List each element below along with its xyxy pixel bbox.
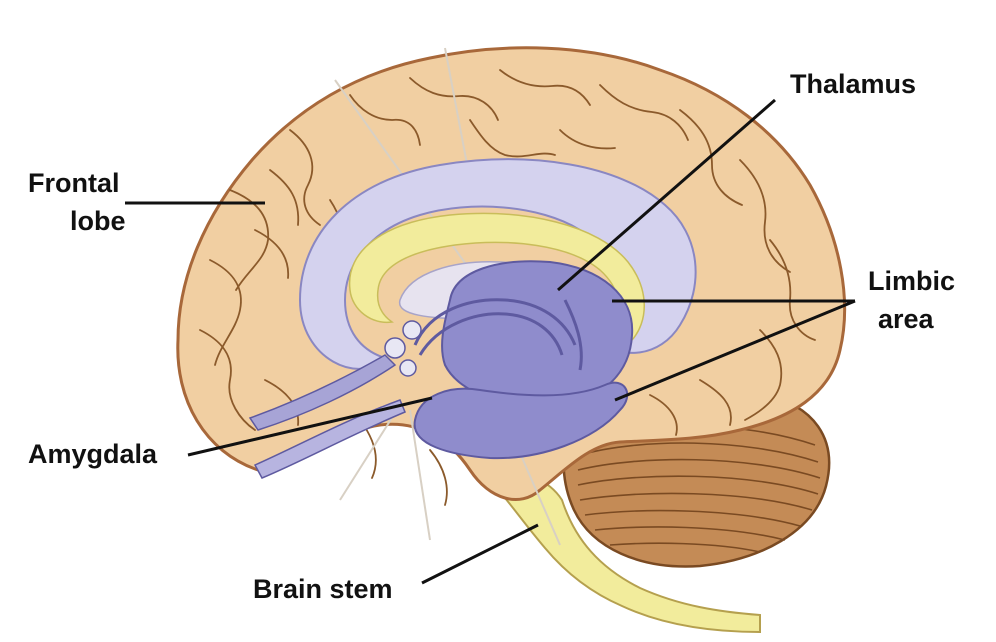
brain-stem-leader	[421, 523, 539, 585]
amygdala-leader	[187, 396, 433, 457]
limbic-leader-bottom	[614, 299, 856, 402]
limbic-area-label-line1: Limbic	[868, 266, 956, 296]
olfactory-tract	[248, 320, 422, 479]
fornix	[413, 298, 583, 371]
hippocampus-shape	[413, 381, 629, 460]
thalamus-shape	[441, 260, 634, 407]
limbic-area-label-line2: area	[878, 304, 934, 334]
corpus-callosum	[348, 212, 645, 341]
frontal-lobe-label-line1: Frontal	[28, 168, 120, 198]
frontal-lobe-label-line2: lobe	[70, 206, 126, 236]
leader-lines	[125, 98, 856, 585]
brain-stem-label: Brain stem	[253, 574, 393, 604]
amygdala-label: Amygdala	[28, 439, 158, 469]
thalamus-label: Thalamus	[790, 69, 917, 99]
thalamus-leader	[557, 98, 776, 292]
brain-stem-shape	[496, 468, 761, 634]
